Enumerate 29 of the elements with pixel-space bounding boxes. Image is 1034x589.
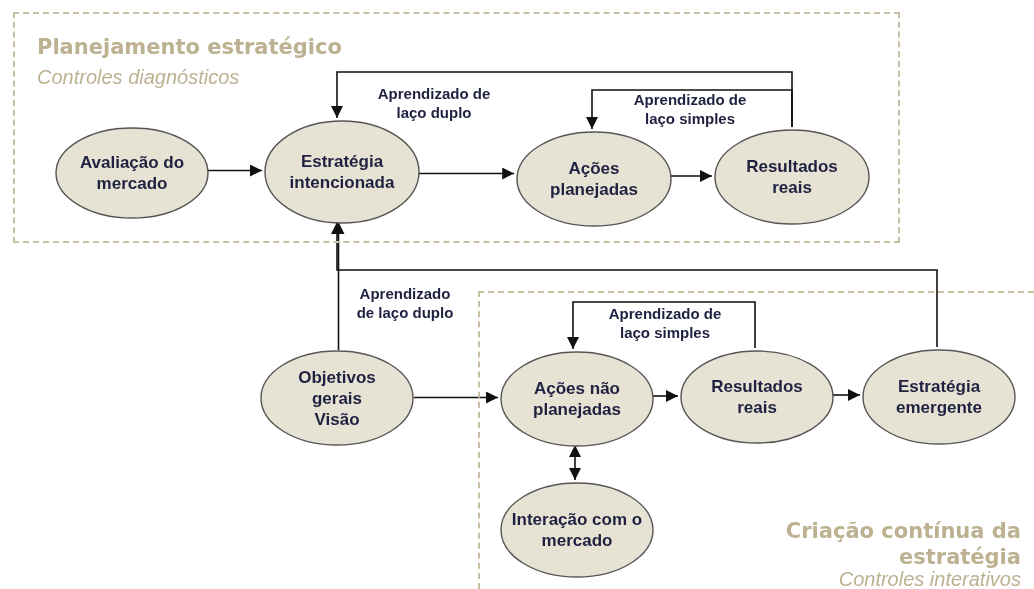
arrow: [831, 389, 861, 401]
arrow: [651, 390, 679, 402]
node-label: Estratégia emergente: [895, 376, 983, 418]
node-label: Ações planejadas: [549, 158, 639, 200]
node-label: Avaliação do mercado: [78, 152, 186, 194]
arrow: [331, 221, 938, 348]
edge-label: Aprendizado de laço duplo: [355, 284, 455, 322]
edge-label: Aprendizado de laço duplo: [376, 84, 492, 122]
arrow: [586, 89, 793, 130]
arrow: [417, 167, 515, 180]
dashed-region: [13, 12, 900, 243]
arrow: [669, 170, 713, 182]
edge-label: Aprendizado de laço simples: [632, 90, 748, 128]
node-label: Estratégia intencionada: [288, 151, 396, 193]
node-label: Interação com o mercado: [510, 509, 644, 551]
node-label: Resultados reais: [745, 156, 839, 198]
dashed-region: [478, 291, 1034, 589]
arrow: [569, 444, 581, 481]
node-label: Resultados reais: [710, 376, 804, 418]
node-label: Objetivos gerais Visão: [297, 366, 377, 430]
region-title: Criação contínua da estratégia: [784, 518, 1021, 570]
arrow: [567, 301, 756, 350]
region-subtitle: Controles interativos: [838, 568, 1021, 589]
region-title: Planejamento estratégico: [37, 34, 342, 60]
arrow: [413, 391, 499, 404]
edge-label: Aprendizado de laço simples: [607, 304, 723, 342]
node-label: Ações não planejadas: [532, 378, 622, 420]
region-subtitle: Controles diagnósticos: [37, 66, 240, 88]
arrow: [206, 164, 263, 177]
